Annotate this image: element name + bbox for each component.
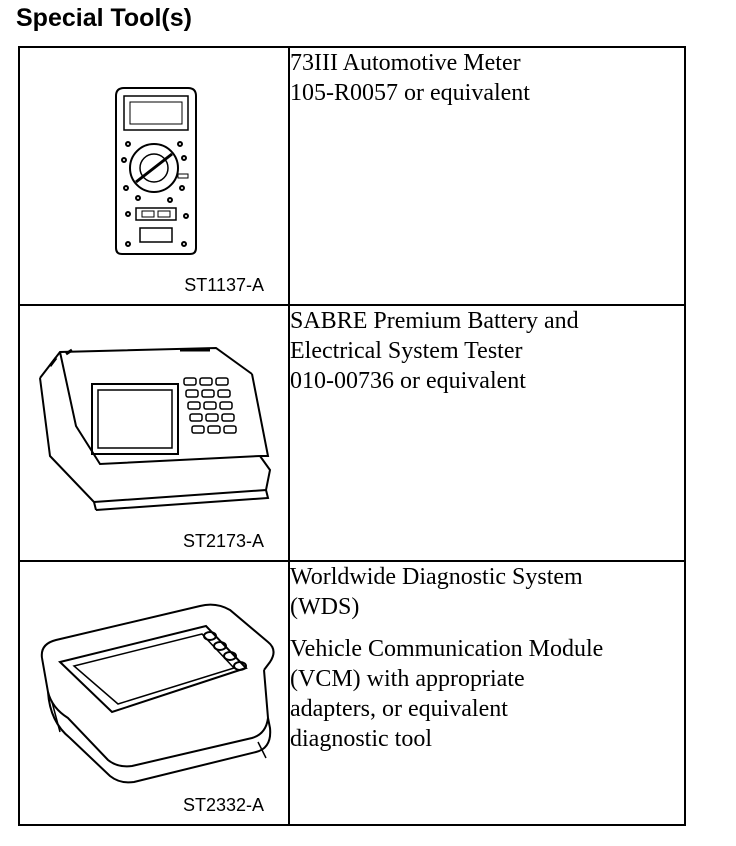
tool-description-line: SABRE Premium Battery and xyxy=(290,308,579,334)
tool-description-line: (WDS) xyxy=(290,594,360,620)
tool-description-line: 105-R0057 or equivalent xyxy=(290,80,530,106)
tool-description-cell: SABRE Premium Battery and Electrical Sys… xyxy=(288,304,686,562)
tool-description-line: 73III Automotive Meter xyxy=(290,50,521,76)
tool-description-line: Worldwide Diagnostic System xyxy=(290,564,583,590)
tool-description-line: Electrical System Tester xyxy=(290,338,523,364)
tool-id-label: ST2332-A xyxy=(182,795,264,815)
tool-description-line: adapters, or equivalent xyxy=(290,696,508,722)
table-row: ST2332-A Worldwide Diagnostic System (WD… xyxy=(18,560,686,826)
paragraph-gap xyxy=(290,622,684,634)
table-row: ST1137-A 73III Automotive Meter 105-R005… xyxy=(18,46,686,306)
tool-description-cell: Worldwide Diagnostic System (WDS) Vehicl… xyxy=(288,560,686,826)
tool-image-cell: ST1137-A xyxy=(18,46,290,306)
tool-id-label: ST2173-A xyxy=(182,531,264,551)
diagnostic-tablet-icon xyxy=(40,603,275,784)
multimeter-icon xyxy=(115,87,197,255)
table-row: ST2173-A SABRE Premium Battery and Elect… xyxy=(18,304,686,562)
tool-description-line: diagnostic tool xyxy=(290,726,432,752)
page-title: Special Tool(s) xyxy=(16,4,192,32)
tool-image-cell: ST2332-A xyxy=(18,560,290,826)
tool-image-cell: ST2173-A xyxy=(18,304,290,562)
tool-description-line: (VCM) with appropriate xyxy=(290,666,525,692)
special-tools-table: ST1137-A 73III Automotive Meter 105-R005… xyxy=(18,46,686,826)
battery-tester-icon xyxy=(39,346,272,511)
tool-id-label: ST1137-A xyxy=(184,275,264,295)
tool-description-line: Vehicle Communication Module xyxy=(290,636,604,662)
tool-description-line: 010-00736 or equivalent xyxy=(290,368,526,394)
tool-description-cell: 73III Automotive Meter 105-R0057 or equi… xyxy=(288,46,686,306)
